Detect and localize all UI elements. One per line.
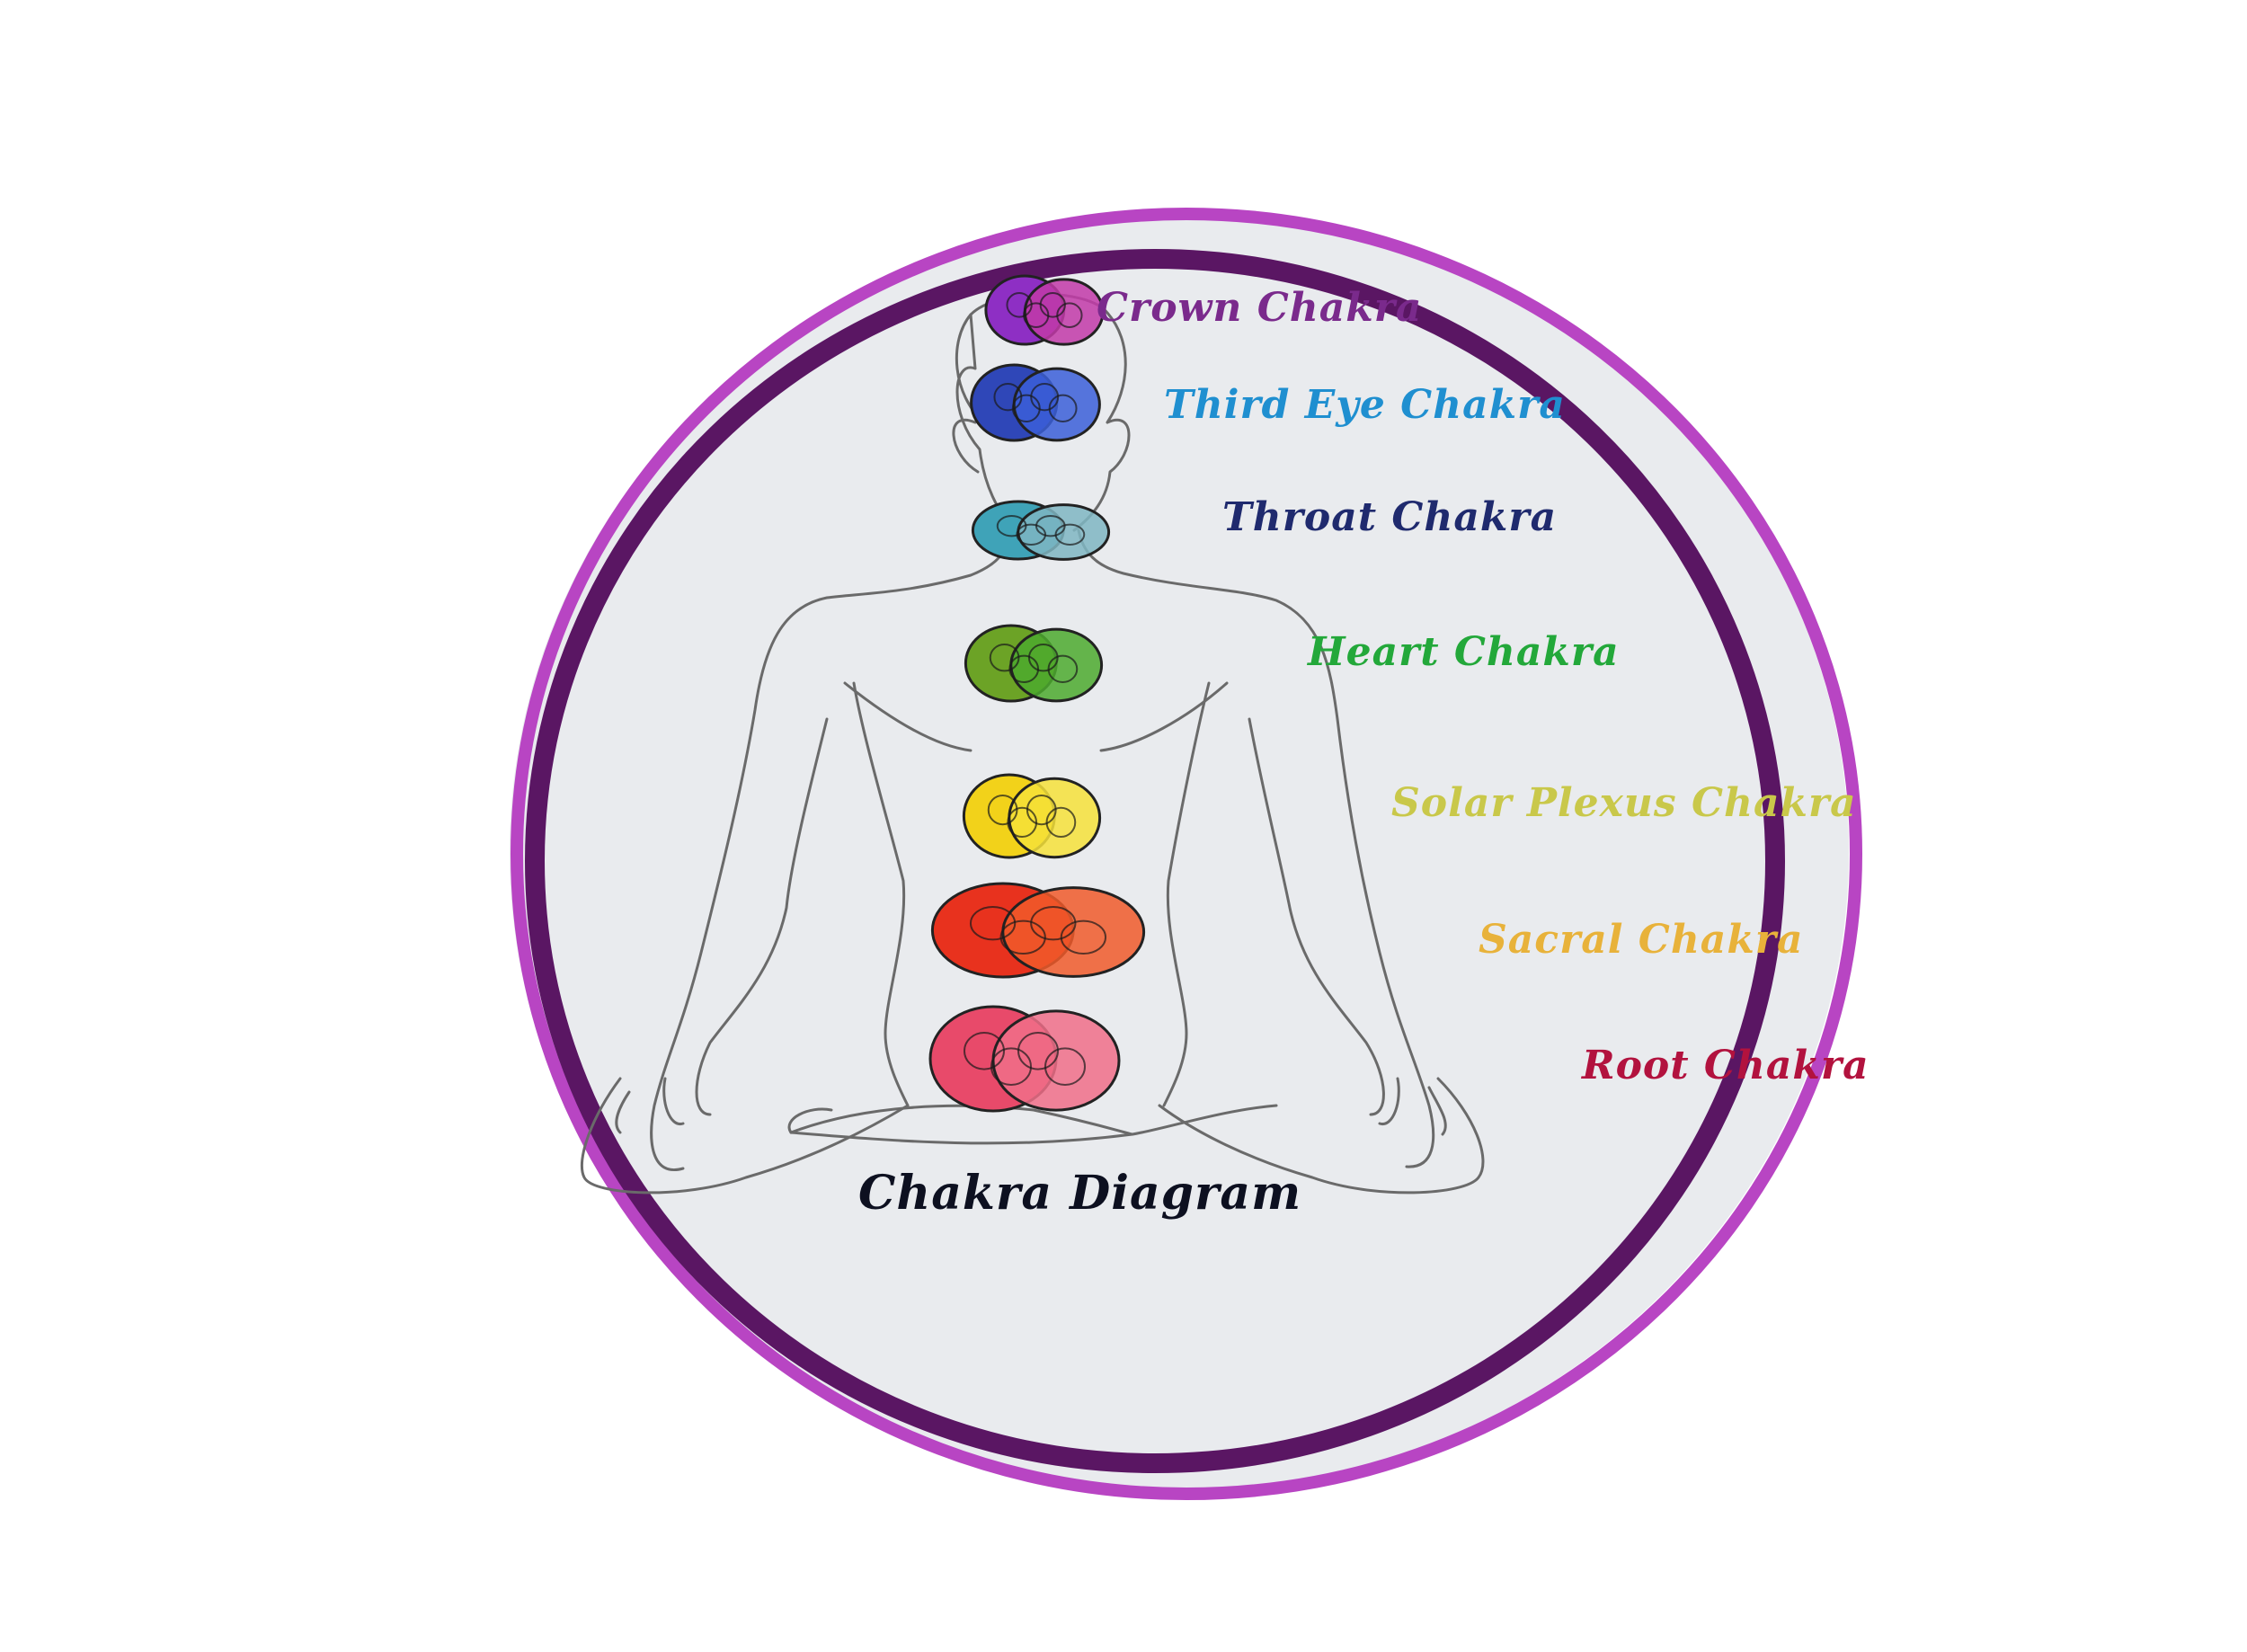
chakra-heart-label: Heart Chakra [1306, 629, 1620, 675]
chakra-solar-plexus-symbol [962, 773, 1102, 859]
torso-left [852, 681, 910, 1107]
chakra-crown-symbol [984, 274, 1105, 346]
chakra-root-symbol [928, 1005, 1121, 1113]
chakra-lobe [1012, 367, 1101, 442]
chakra-sacral-symbol [930, 882, 1146, 979]
chakra-swirl [1011, 394, 1041, 422]
chakra-throat-symbol [971, 500, 1111, 561]
chakra-throat-label: Throat Chakra [1222, 494, 1557, 540]
chest-line [843, 681, 1229, 752]
chakra-symbols [928, 274, 1146, 1113]
chakra-swirl [990, 1047, 1032, 1086]
arm-left-inner [695, 717, 829, 1116]
outer-ring [511, 208, 1862, 1500]
chakra-third-eye-symbol [970, 363, 1101, 442]
foot-heel [787, 1107, 1134, 1145]
chakra-third-eye-label: Third Eye Chakra [1164, 382, 1566, 428]
chakra-swirl [1045, 806, 1077, 839]
chakra-swirl [1027, 644, 1059, 672]
chakra-swirl [1030, 383, 1060, 412]
chakra-swirl [964, 1032, 1005, 1070]
chakra-swirl [1056, 302, 1083, 329]
hand-left [615, 1077, 685, 1134]
chakra-swirl [989, 644, 1020, 672]
diagram-title: Chakra Diagram [858, 1166, 1301, 1221]
arm-right-inner [1248, 717, 1385, 1116]
chakra-swirl [1048, 394, 1078, 422]
chakra-heart-symbol [964, 624, 1104, 703]
leg-left [580, 1077, 910, 1195]
chakra-swirl [1008, 654, 1040, 683]
background-disc [510, 214, 1849, 1490]
chakra-swirl [993, 383, 1023, 412]
chakra-lobe [1001, 886, 1146, 978]
chakra-crown-label: Crown Chakra [1097, 285, 1422, 331]
foot-front [789, 1104, 1278, 1136]
chakra-sacral-label: Sacral Chakra [1479, 917, 1804, 963]
chakra-solar-plexus-label: Solar Plexus Chakra [1391, 780, 1857, 826]
chakra-lobe [1017, 503, 1111, 561]
chakra-lobe [1023, 278, 1105, 346]
chakra-swirl [1044, 1047, 1086, 1086]
neck-right [1077, 528, 1435, 1168]
inner-ring [525, 249, 1785, 1473]
chakra-lobe [1009, 627, 1104, 703]
chakra-swirl [1030, 905, 1077, 941]
chakra-swirl [1017, 1032, 1059, 1070]
chakra-swirl [999, 919, 1046, 955]
chakra-swirl [1054, 523, 1086, 546]
neck-left [650, 528, 1013, 1172]
head-outline-left [952, 418, 980, 474]
torso-right [1162, 681, 1211, 1107]
chakra-swirl [987, 795, 1018, 826]
chakra-swirl [1007, 806, 1038, 839]
leg-right [1158, 1077, 1485, 1195]
meditating-figure [580, 292, 1485, 1195]
chakra-lobe [991, 1009, 1121, 1112]
chakra-swirl [1047, 654, 1079, 683]
chakra-swirl [1060, 919, 1107, 955]
hand-right [1378, 1077, 1447, 1136]
chakra-swirl [969, 905, 1017, 941]
head-outline [955, 313, 1017, 532]
chakra-swirl [1026, 795, 1057, 826]
chakra-root-label: Root Chakra [1580, 1043, 1870, 1088]
